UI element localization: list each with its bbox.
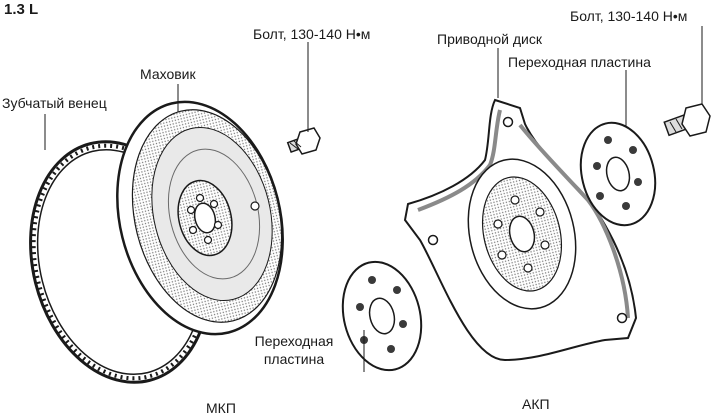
mt-label: МКП xyxy=(206,400,236,416)
adapter-plate-mt-label-line2: пластина xyxy=(263,351,325,367)
bolt-at-part xyxy=(663,103,711,137)
at-label: АКП xyxy=(522,396,550,412)
bolt-mt-label: Болт, 130-140 Н•м xyxy=(253,26,371,42)
adapter-plate-mt-label-line1: Переходная xyxy=(254,333,334,349)
adapter-plate-mt-part xyxy=(341,260,423,372)
engine-label: 1.3 L xyxy=(4,1,39,18)
adapter-plate-at-part xyxy=(579,121,657,227)
flywheel-part xyxy=(116,100,284,336)
bolt-at-label: Болт, 130-140 Н•м xyxy=(570,8,688,24)
ring-gear-label: Зубчатый венец xyxy=(2,95,107,111)
drive-plate-label: Приводной диск xyxy=(437,31,542,47)
drive-plate-part xyxy=(403,98,638,362)
leader-lines xyxy=(44,26,703,372)
adapter-plate-at-label: Переходная пластина xyxy=(508,54,651,70)
flywheel-label: Маховик xyxy=(140,66,196,82)
bolt-mt-part xyxy=(286,127,321,155)
